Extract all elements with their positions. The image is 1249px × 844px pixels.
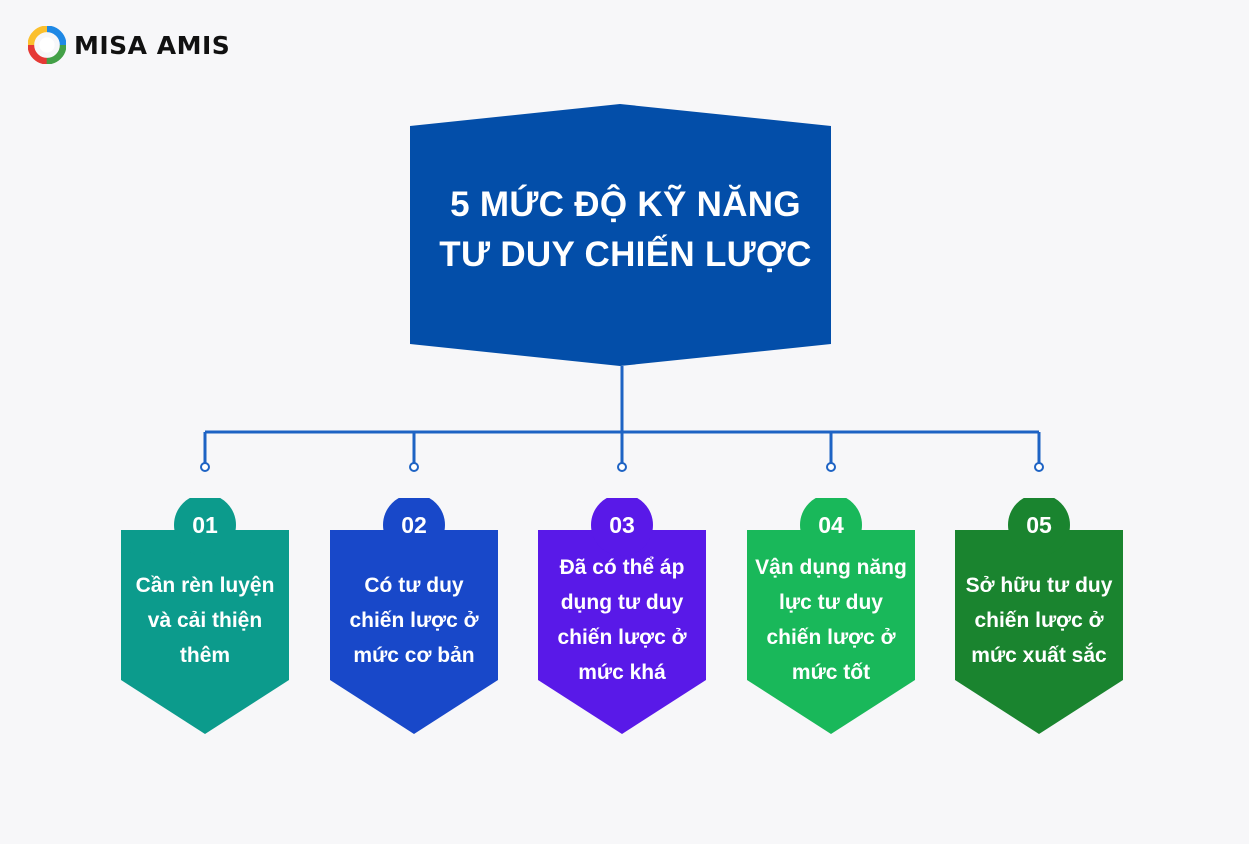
branch-node (826, 462, 836, 472)
title-banner-shape (410, 104, 831, 366)
level-description: Có tư duy chiến lược ở mức cơ bản (349, 573, 479, 667)
brand-logo: MISA AMIS (28, 26, 230, 64)
level-card-shape (538, 498, 706, 734)
level-number: 01 (192, 512, 218, 538)
level-card-shape (330, 498, 498, 734)
level-description: Vận dụng năng lực tư duy chiến lược ở mứ… (755, 556, 907, 684)
level-card-shape (747, 498, 915, 734)
level-number: 03 (609, 512, 635, 538)
level-description: Cần rèn luyện và cải thiện thêm (135, 573, 275, 667)
level-card-4: 04 Vận dụng năng lực tư duy chiến lược ở… (747, 498, 915, 734)
branch-5 (1034, 432, 1044, 472)
diagram-title: 5 MỨC ĐỘ KỸ NĂNG TƯ DUY CHIẾN LƯỢC (430, 180, 821, 280)
branch-3 (617, 432, 627, 472)
brand-name: MISA AMIS (74, 30, 231, 60)
branch-node (409, 462, 419, 472)
misa-logo-icon (28, 26, 66, 64)
branch-2 (409, 432, 419, 472)
title-line-2: TƯ DUY CHIẾN LƯỢC (439, 235, 812, 274)
level-number: 05 (1026, 512, 1052, 538)
level-number: 02 (401, 512, 427, 538)
title-line-1: 5 MỨC ĐỘ KỸ NĂNG (450, 185, 801, 224)
level-card-shape (121, 498, 289, 734)
level-description: Đã có thể áp dụng tư duy chiến lược ở mứ… (557, 556, 687, 684)
level-card-1: 01 Cần rèn luyện và cải thiện thêm (121, 498, 289, 734)
branch-node (1034, 462, 1044, 472)
level-card-2: 02 Có tư duy chiến lược ở mức cơ bản (330, 498, 498, 734)
level-number: 04 (818, 512, 844, 538)
branch-4 (826, 432, 836, 472)
level-card-shape (955, 498, 1123, 734)
level-description: Sở hữu tư duy chiến lược ở mức xuất sắc (965, 573, 1113, 667)
branch-1 (200, 432, 210, 472)
level-card-3: 03 Đã có thể áp dụng tư duy chiến lược ở… (538, 498, 706, 734)
branch-node (200, 462, 210, 472)
title-box: 5 MỨC ĐỘ KỸ NĂNG TƯ DUY CHIẾN LƯỢC (410, 104, 831, 366)
level-card-5: 05 Sở hữu tư duy chiến lược ở mức xuất s… (955, 498, 1123, 734)
branch-node (617, 462, 627, 472)
